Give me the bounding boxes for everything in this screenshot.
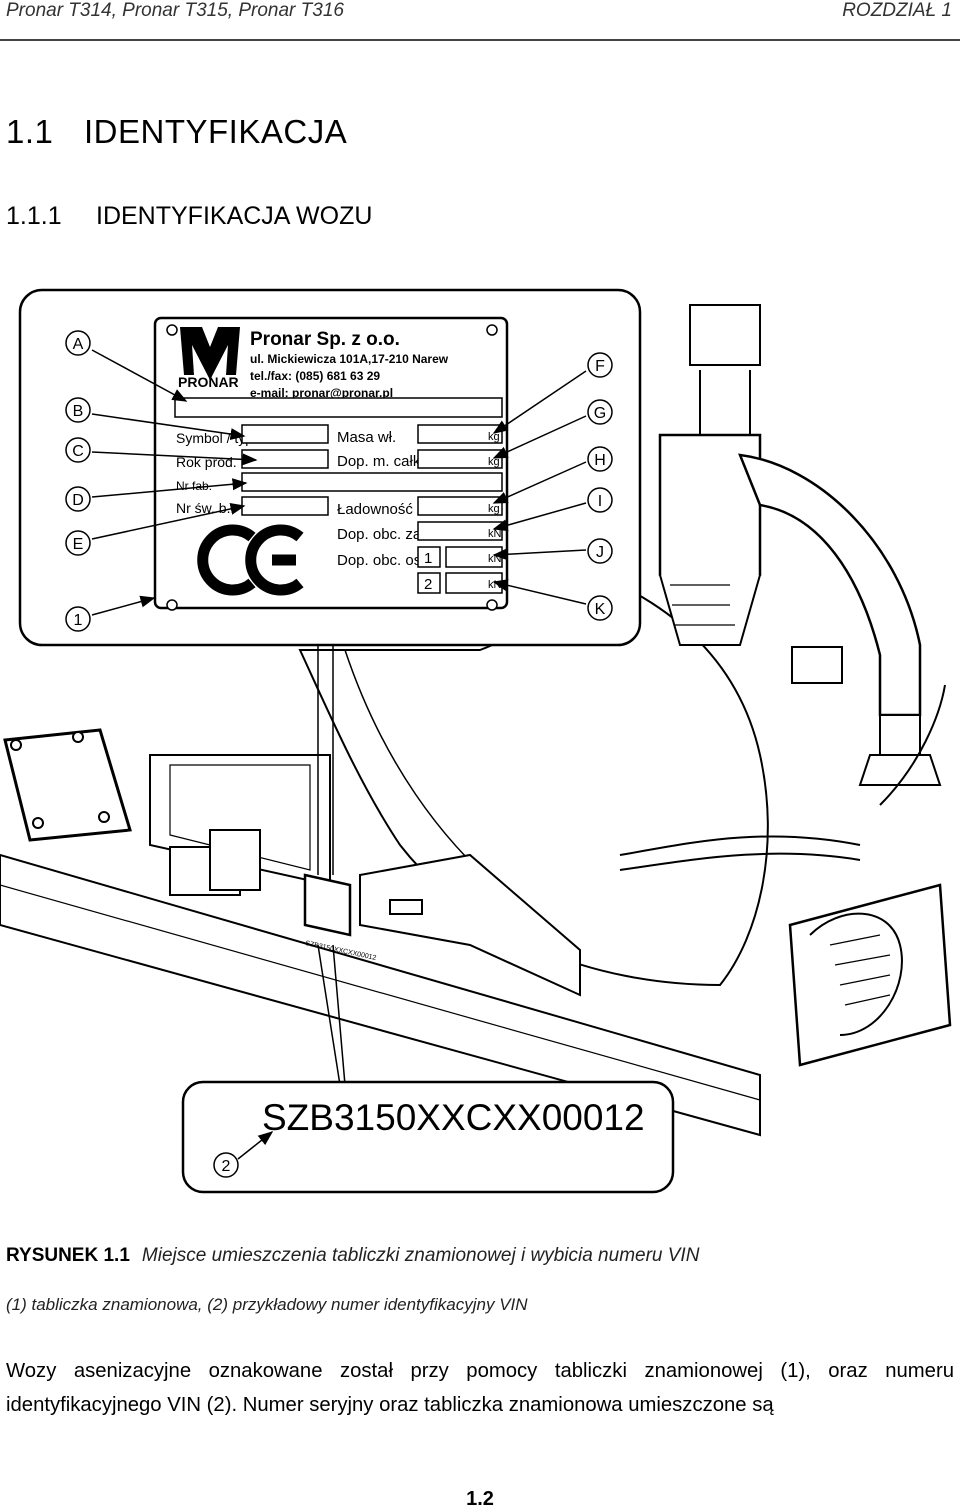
callout-arrows-left — [91, 349, 258, 616]
identification-figure: SZB3150XXCXX00012 PRONAR Pronar Sp. z o.… — [0, 288, 952, 1194]
callouts-left: A B C D E 1 — [65, 330, 91, 632]
nameplate-callout-panel: PRONAR Pronar Sp. z o.o. ul. Mickiewicza… — [18, 288, 642, 647]
leader-lines — [317, 642, 346, 1086]
vin-number: SZB3150XXCXX00012 — [262, 1097, 645, 1138]
field-label-dop-m: Dop. m. całk. — [337, 453, 425, 470]
unit-kn-3: kN — [488, 579, 502, 591]
unit-kn-1: kN — [488, 528, 502, 540]
section-number: 1.1 — [6, 113, 54, 150]
vin-callout-panel: SZB3150XXCXX00012 2 — [181, 1080, 675, 1194]
header-divider — [0, 39, 960, 41]
field-label-dop-obc-zacz: Dop. obc. zacz. — [337, 526, 440, 543]
figure-legend: (1) tabliczka znamionowa, (2) przykładow… — [6, 1295, 528, 1314]
page-number: 1.2 — [466, 1488, 494, 1510]
machine-drawing: SZB3150XXCXX00012 — [0, 304, 952, 1137]
axle-1: 1 — [424, 550, 432, 567]
nameplate-company: Pronar Sp. z o.o. — [250, 329, 400, 350]
subsection-number: 1.1.1 — [6, 202, 62, 230]
figure-label: RYSUNEK 1.1 — [6, 1245, 130, 1266]
callout-d: D — [72, 492, 84, 509]
unit-kg-1: kg — [488, 431, 500, 443]
callout-j: J — [596, 544, 604, 561]
callouts-right: F G H I J K — [587, 352, 613, 621]
callout-e: E — [73, 536, 84, 553]
pronar-logo: PRONAR — [178, 327, 240, 390]
nameplate-address: ul. Mickiewicza 101A,17-210 Narew — [250, 352, 449, 366]
callout-1: 1 — [74, 612, 83, 629]
nameplate-email: e-mail: pronar@pronar.pl — [250, 386, 393, 400]
field-label-nr-sw: Nr św. b. — [176, 500, 230, 516]
callout-k: K — [595, 601, 606, 618]
figure-caption-text: Miejsce umieszczenia tabliczki znamionow… — [141, 1245, 700, 1266]
callout-f: F — [595, 358, 605, 375]
field-label-dop-obc-osi: Dop. obc. osi — [337, 552, 425, 569]
callout-b: B — [73, 403, 84, 420]
body-paragraph: Wozy asenizacyjne oznakowane został przy… — [6, 1360, 954, 1416]
header-document-title: Pronar T314, Pronar T315, Pronar T316 — [6, 0, 344, 21]
field-label-masa: Masa wł. — [337, 429, 396, 446]
callout-g: G — [594, 405, 606, 422]
field-label-nr-fab: Nr fab. — [176, 479, 212, 493]
callout-i: I — [598, 493, 602, 510]
section-title: IDENTYFIKACJA — [84, 113, 348, 150]
unit-kg-3: kg — [488, 503, 500, 515]
field-label-ladownosc: Ładowność — [337, 501, 413, 518]
subsection-heading: 1.1.1 IDENTYFIKACJA WOZU — [6, 202, 372, 231]
svg-text:PRONAR: PRONAR — [178, 374, 239, 390]
callout-a: A — [73, 336, 84, 353]
callout-arrows-right — [492, 370, 587, 605]
ce-mark — [197, 524, 304, 596]
callout-c: C — [72, 443, 84, 460]
axle-2: 2 — [424, 576, 432, 593]
callout-2: 2 — [222, 1158, 231, 1175]
unit-kg-2: kg — [488, 456, 500, 468]
figure-caption: RYSUNEK 1.1 Miejsce umieszczenia tabliczk… — [6, 1245, 699, 1267]
subsection-title: IDENTYFIKACJA WOZU — [96, 202, 373, 230]
header-chapter: ROZDZIAŁ 1 — [842, 0, 952, 21]
callout-h: H — [594, 452, 606, 469]
nameplate-phone: tel./fax: (085) 681 63 29 — [250, 369, 380, 383]
section-heading: 1.1 IDENTYFIKACJA — [6, 113, 347, 151]
